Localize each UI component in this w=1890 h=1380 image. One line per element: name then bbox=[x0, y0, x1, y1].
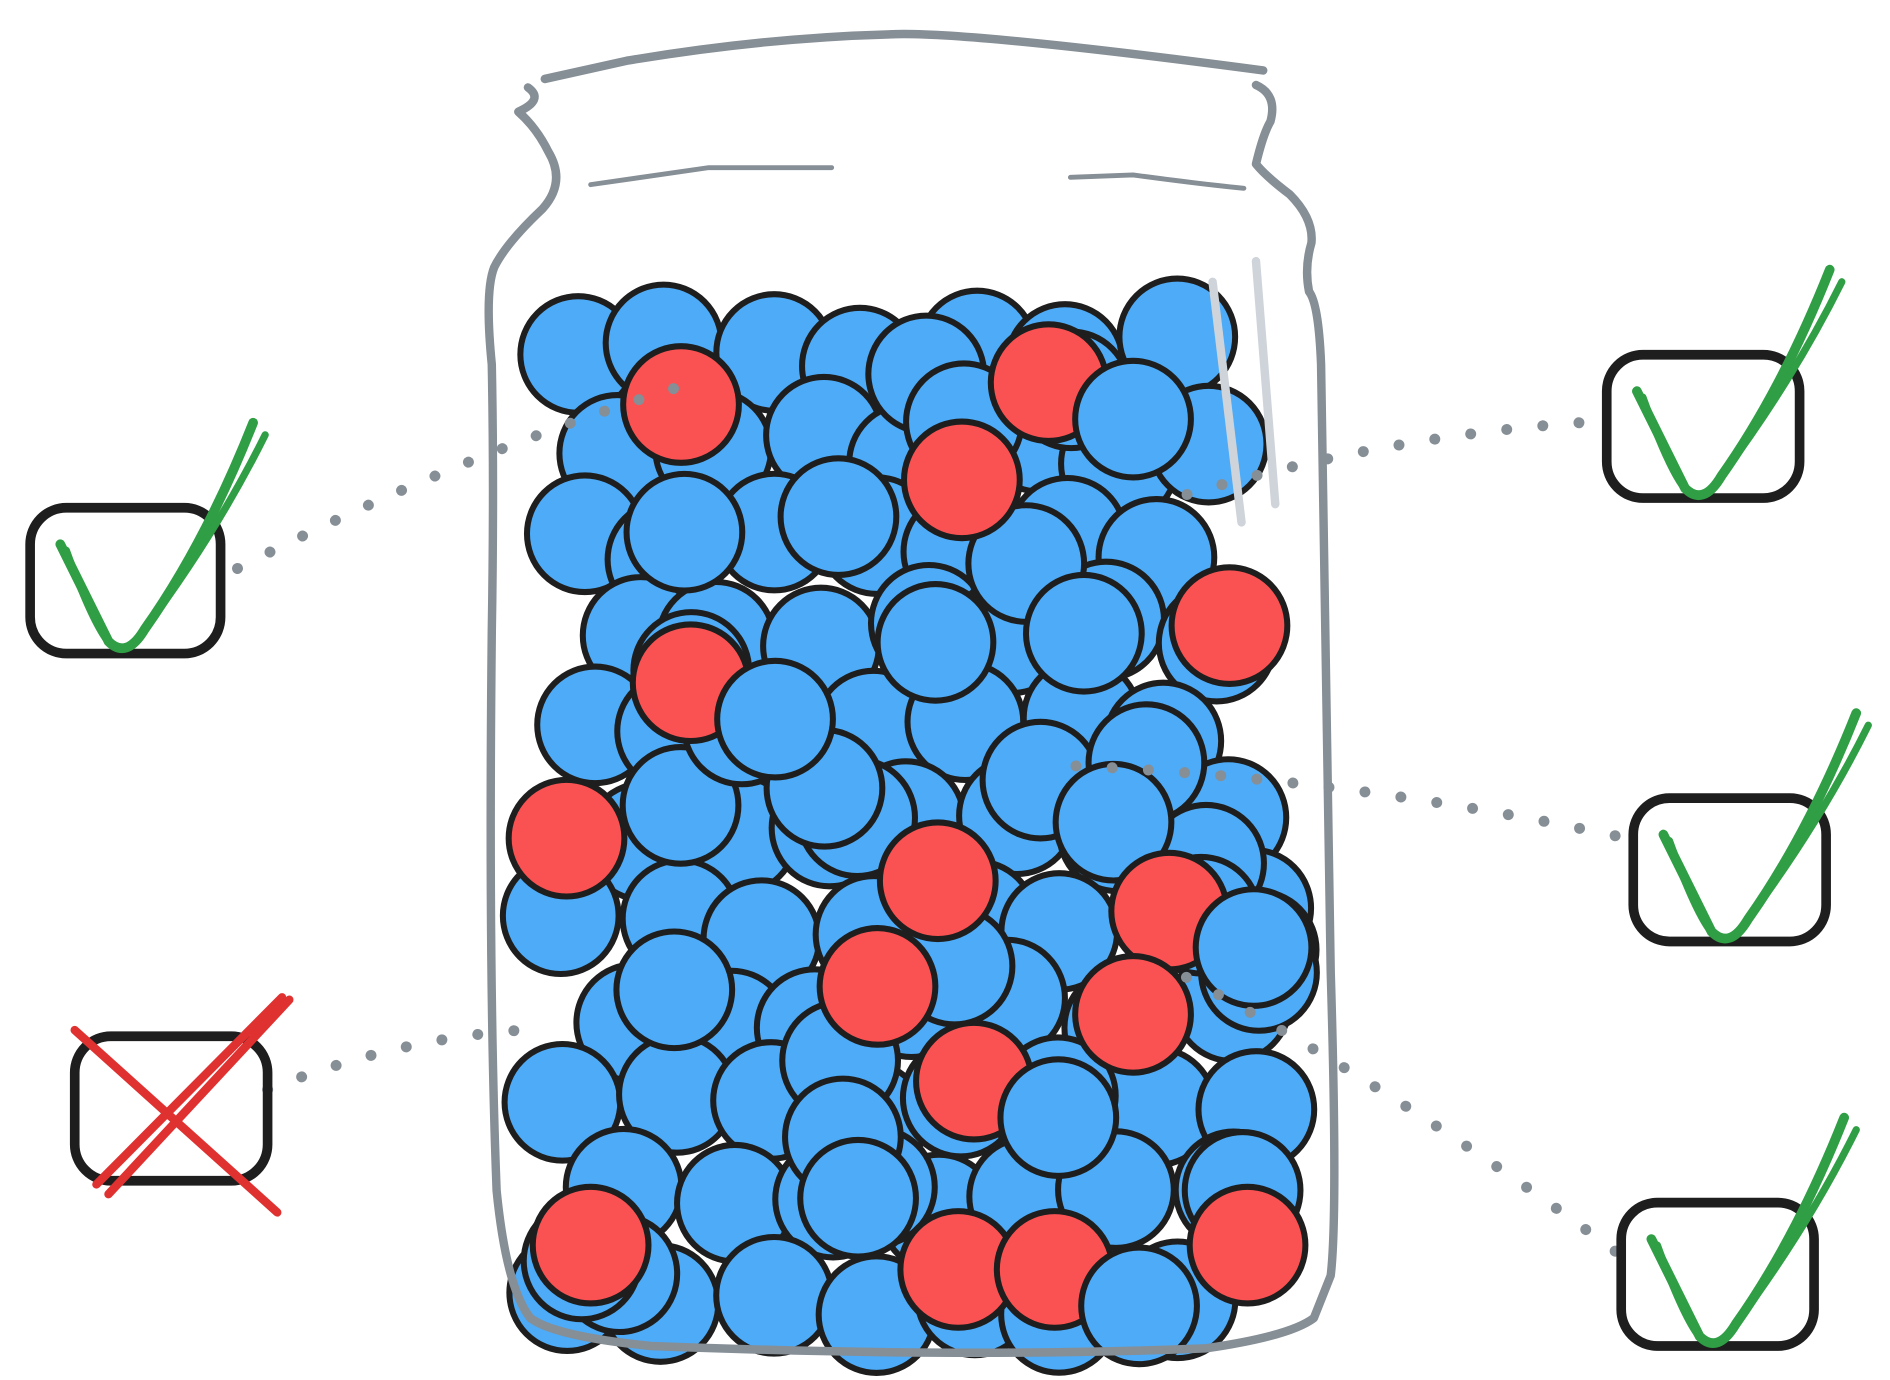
jar-neck-left bbox=[484, 80, 1339, 1357]
red-ball bbox=[1072, 953, 1194, 1076]
connector-top-right bbox=[1157, 417, 1585, 508]
marker-left bbox=[25, 417, 269, 659]
connectors bbox=[232, 377, 1621, 1257]
red-ball bbox=[1186, 1183, 1309, 1307]
blue-ball bbox=[1078, 1244, 1200, 1368]
blue-ball bbox=[797, 1136, 919, 1260]
connector-left bbox=[232, 377, 699, 574]
blue-ball bbox=[777, 455, 900, 578]
cross-icon bbox=[70, 993, 294, 1217]
blue-ball bbox=[1192, 886, 1315, 1009]
red-ball bbox=[876, 819, 999, 943]
marker-bottom-right bbox=[1616, 1112, 1860, 1351]
blue-ball bbox=[613, 928, 736, 1052]
connector-bottom-right bbox=[1163, 962, 1621, 1257]
red-ball bbox=[620, 343, 742, 466]
checkbox bbox=[1616, 1197, 1819, 1351]
check-icon-stroke bbox=[1653, 1126, 1860, 1338]
check-icon-stroke bbox=[1665, 721, 1872, 933]
red-ball bbox=[1168, 564, 1291, 687]
markers bbox=[25, 264, 1872, 1351]
jar-lid-rim bbox=[540, 29, 1268, 84]
marker-bottom-left bbox=[69, 993, 294, 1217]
checkbox bbox=[1628, 793, 1831, 947]
blue-ball bbox=[874, 581, 997, 704]
red-ball bbox=[816, 925, 939, 1048]
jar-neck-line-right bbox=[1067, 172, 1247, 191]
jar bbox=[484, 29, 1339, 1357]
blue-ball bbox=[623, 470, 746, 594]
jar-neck-line-left bbox=[588, 165, 835, 188]
blue-ball bbox=[713, 1233, 835, 1357]
blue-ball bbox=[1022, 571, 1145, 695]
marker-top-right bbox=[1601, 264, 1846, 503]
check-icon-stroke bbox=[1639, 278, 1846, 490]
check-icon-stroke bbox=[62, 431, 269, 643]
blue-ball bbox=[714, 657, 836, 781]
blue-ball bbox=[997, 1056, 1120, 1179]
glass-reflection bbox=[1208, 256, 1280, 527]
red-ball bbox=[529, 1183, 652, 1307]
connector-bottom-left bbox=[262, 1023, 548, 1096]
red-ball bbox=[901, 418, 1023, 542]
marker-middle-right bbox=[1628, 708, 1872, 947]
checkbox bbox=[69, 1031, 273, 1186]
checkbox bbox=[25, 502, 226, 659]
balls-group bbox=[499, 275, 1320, 1376]
blue-ball bbox=[1072, 357, 1194, 481]
checkbox bbox=[1601, 349, 1805, 503]
red-ball bbox=[505, 776, 628, 900]
